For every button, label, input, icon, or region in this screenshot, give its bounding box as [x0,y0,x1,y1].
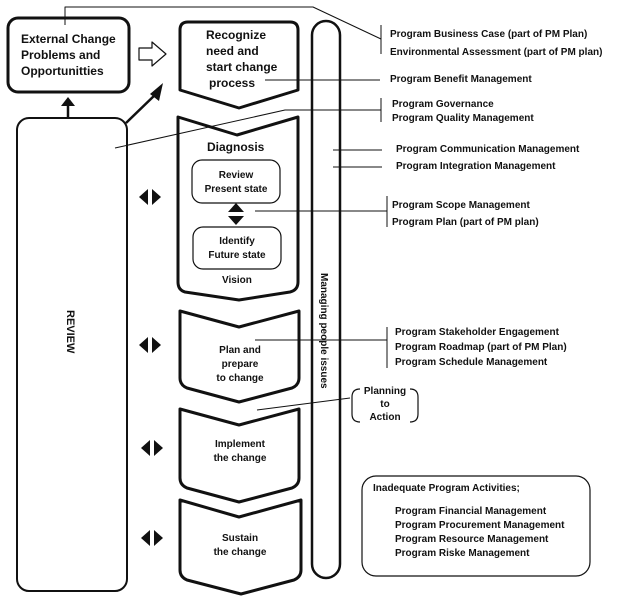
updown-arrow-icon [228,203,244,225]
inadequate-list: Program Financial Management Program Pro… [395,505,565,561]
inadequate-item: Program Riske Management [395,548,530,559]
connector-governance [114,109,381,149]
up-arrowhead-icon [61,97,75,106]
vision-label: Vision [222,275,252,286]
recognize-text: Recognize need and start change process [206,28,278,90]
managing-people-bar [310,19,342,580]
diagnosis-shape [176,115,300,302]
hollow-arrow-icon [138,41,167,67]
recognize-shape [178,20,300,110]
annotation-scope: Program Scope Management Program Plan (p… [392,200,539,228]
review-present-text: Review Present state [204,170,268,195]
sustain-text: Sustain the change [213,533,267,558]
identify-future-text: Identify Future state [208,236,266,261]
inadequate-title: Inadequate Program Activities; [373,483,520,494]
inadequate-item: Program Resource Management [395,534,549,545]
leftright-arrow-icon [141,530,163,546]
connector-business-case [64,6,382,40]
implement-text: Implement the change [213,439,267,464]
external-change-text: External Change Problems and Opportunitt… [21,32,116,78]
review-box [16,117,128,592]
annotation-communication: Program Communication Management [396,144,580,155]
annotation-benefit: Program Benefit Management [390,74,532,85]
inadequate-box [361,475,591,577]
managing-people-label: Managing people issues [318,273,329,389]
implement-shape [178,407,301,504]
planning-action-box [351,388,419,423]
leftright-arrow-icon [139,189,161,205]
annotation-business-case: Program Business Case (part of PM Plan) … [390,29,603,58]
inadequate-item: Program Procurement Management [395,520,565,531]
identify-future-box [192,226,282,270]
review-label: REVIEW [64,310,76,354]
leftright-arrows [139,189,163,546]
external-change-box [6,16,131,94]
annotation-stakeholder: Program Stakeholder Engagement Program R… [395,327,567,368]
inadequate-item: Program Financial Management [395,506,547,517]
annotation-governance: Program Governance Program Quality Manag… [392,99,534,124]
plan-text: Plan and prepare to change [216,345,264,384]
diagonal-arrow-line [125,92,158,124]
leftright-arrow-icon [139,337,161,353]
leftright-arrow-icon [141,440,163,456]
annotation-integration: Program Integration Management [396,161,556,172]
diagnosis-title: Diagnosis [207,140,265,154]
sustain-shape [178,498,303,596]
diagonal-arrowhead-icon [150,83,163,101]
connector-planning-action [256,397,351,411]
plan-shape [178,309,301,404]
planning-action-text: Planning to Action [363,386,407,423]
